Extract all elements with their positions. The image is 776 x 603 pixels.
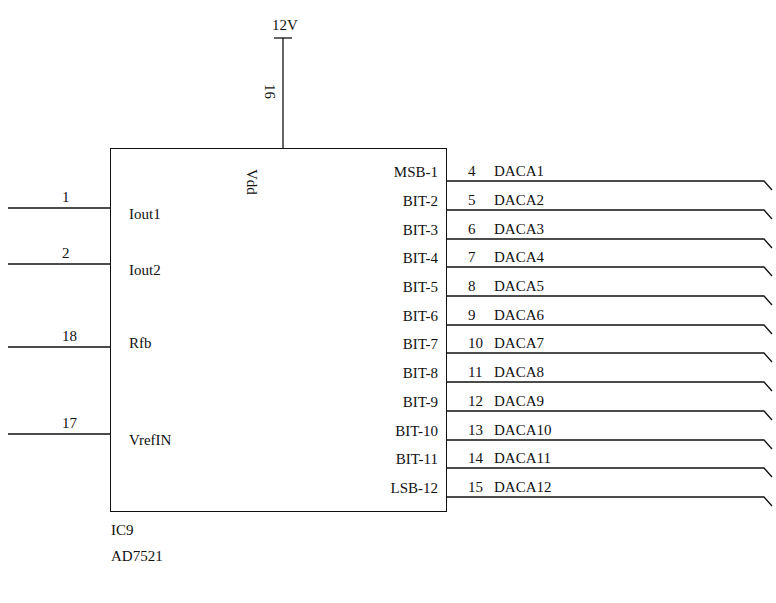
data-wire bbox=[447, 353, 772, 362]
signal-name: DACA2 bbox=[494, 193, 544, 208]
signal-name: DACA5 bbox=[494, 279, 544, 294]
vdd-wire bbox=[282, 38, 283, 148]
pin-name: BIT-5 bbox=[403, 280, 438, 295]
signal-name: DACA7 bbox=[494, 336, 544, 351]
data-wire bbox=[447, 382, 772, 391]
pin-name: VrefIN bbox=[129, 433, 171, 448]
signal-name: DACA1 bbox=[494, 164, 544, 179]
pin-number: 10 bbox=[468, 336, 483, 351]
data-wire bbox=[447, 181, 772, 190]
pin-number: 16 bbox=[262, 84, 277, 99]
pin-name: BIT-8 bbox=[403, 366, 438, 381]
signal-name: DACA6 bbox=[494, 308, 544, 323]
data-wire bbox=[447, 296, 772, 305]
data-wire bbox=[447, 411, 772, 420]
part-label: IC9 bbox=[111, 523, 134, 538]
pin-number: 9 bbox=[468, 308, 476, 323]
pin-name: MSB-1 bbox=[394, 165, 438, 180]
pin-number: 13 bbox=[468, 423, 483, 438]
data-wire bbox=[447, 267, 772, 276]
pin-wire bbox=[8, 433, 110, 434]
pin-number: 2 bbox=[62, 246, 70, 261]
pin-number: 7 bbox=[468, 250, 476, 265]
pin-name: BIT-9 bbox=[403, 395, 438, 410]
pin-name: BIT-11 bbox=[396, 452, 438, 467]
pin-wire bbox=[8, 207, 110, 208]
pin-number: 6 bbox=[468, 222, 476, 237]
data-wire bbox=[447, 468, 772, 477]
pin-name: Iout2 bbox=[129, 263, 161, 278]
signal-name: DACA3 bbox=[494, 222, 544, 237]
pin-number: 18 bbox=[62, 329, 77, 344]
pin-name: Rfb bbox=[129, 336, 152, 351]
data-wire bbox=[447, 440, 772, 449]
ic-chip: Iout1Iout2RfbVrefIN Vdd MSB-1BIT-2BIT-3BIT… bbox=[110, 148, 447, 512]
signal-name: DACA11 bbox=[494, 451, 551, 466]
data-wire bbox=[447, 239, 772, 248]
data-wire bbox=[447, 497, 772, 506]
pin-name: Vdd bbox=[244, 169, 259, 195]
pin-name: LSB-12 bbox=[390, 481, 438, 496]
pin-number: 5 bbox=[468, 193, 476, 208]
pin-name: BIT-6 bbox=[403, 309, 438, 324]
pin-number: 15 bbox=[468, 480, 483, 495]
signal-name: DACA9 bbox=[494, 394, 544, 409]
signal-name: DACA8 bbox=[494, 365, 544, 380]
data-wire bbox=[447, 325, 772, 334]
pin-name: BIT-10 bbox=[395, 424, 438, 439]
pin-name: BIT-7 bbox=[403, 337, 438, 352]
pin-name: Iout1 bbox=[129, 207, 161, 222]
pin-number: 12 bbox=[468, 394, 483, 409]
data-wire bbox=[447, 210, 772, 219]
pin-number: 17 bbox=[62, 416, 77, 431]
pin-number: 4 bbox=[468, 164, 476, 179]
pin-number: 11 bbox=[468, 365, 482, 380]
part-label: AD7521 bbox=[111, 549, 163, 564]
pin-name: BIT-2 bbox=[403, 194, 438, 209]
signal-name: DACA10 bbox=[494, 423, 552, 438]
pin-wire bbox=[8, 346, 110, 347]
pin-number: 8 bbox=[468, 279, 476, 294]
pin-number: 1 bbox=[62, 190, 70, 205]
pin-name: BIT-4 bbox=[403, 251, 438, 266]
signal-name: DACA4 bbox=[494, 250, 544, 265]
pin-number: 14 bbox=[468, 451, 483, 466]
pin-wire bbox=[8, 263, 110, 264]
signal-name: DACA12 bbox=[494, 480, 552, 495]
supply-label: 12V bbox=[272, 18, 298, 33]
pin-name: BIT-3 bbox=[403, 223, 438, 238]
